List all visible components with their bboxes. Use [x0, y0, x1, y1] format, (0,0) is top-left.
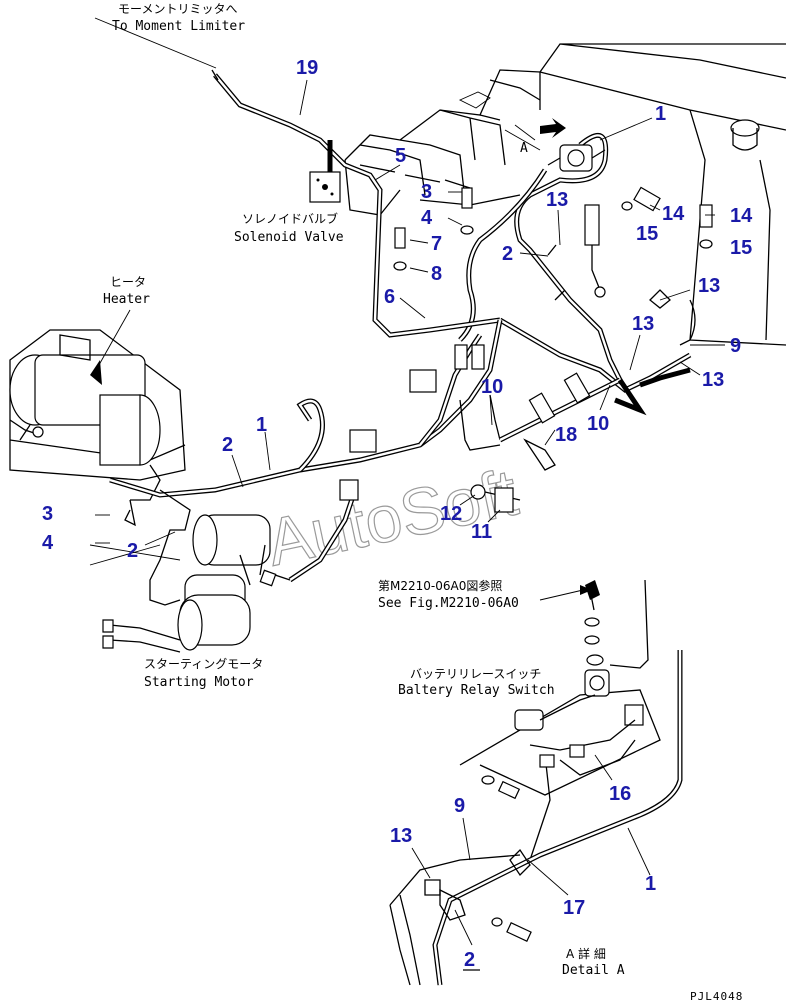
callout-10-right: 10 — [587, 413, 609, 435]
callout-13-detail: 13 — [390, 825, 412, 847]
caption-moment-limiter-en: To Moment Limiter — [112, 19, 245, 34]
caption-see-fig-jp: 第M2210-06A0図参照 — [378, 578, 502, 593]
caption-detail-en: Detail A — [562, 963, 625, 978]
callout-4-left: 4 — [42, 532, 54, 554]
drawing-code: PJL4048 — [690, 990, 743, 1003]
callout-3-upper: 3 — [421, 181, 432, 203]
harness-1-upper — [458, 132, 692, 393]
callout-11: 11 — [471, 521, 492, 543]
caption-see-fig-en: See Fig.M2210-06A0 — [378, 596, 519, 611]
caption-battery-relay-jp: バッテリリレースイッチ — [410, 667, 541, 681]
caption-heater-jp: ヒータ — [110, 275, 146, 289]
caption-solenoid-valve-en: Solenoid Valve — [234, 230, 344, 245]
leader-moment-limiter — [94, 17, 217, 69]
callout-16: 16 — [609, 783, 631, 805]
callout-14-right: 14 — [730, 205, 753, 227]
harness-1-lower — [109, 319, 691, 587]
starting-motor — [89, 489, 271, 653]
callouts: 19 5 1 3 4 7 8 6 2 13 14 14 15 15 13 13 … — [42, 57, 753, 971]
callout-15-left: 15 — [636, 223, 658, 245]
callout-13-mid: 13 — [632, 313, 654, 335]
callout-8: 8 — [431, 263, 442, 285]
callout-13-upper: 13 — [546, 189, 568, 211]
view-arrow — [540, 118, 566, 138]
callout-1-detail: 1 — [645, 873, 656, 895]
callout-14-left: 14 — [662, 203, 685, 225]
callout-19: 19 — [296, 57, 318, 79]
watermark: AutoSoft — [260, 455, 523, 580]
caption-heater-en: Heater — [103, 292, 150, 307]
callout-12: 12 — [440, 503, 462, 525]
callout-5: 5 — [395, 145, 406, 167]
callout-9-detail: 9 — [454, 795, 465, 817]
captions: モーメントリミッタへ To Moment Limiter ソレノイドバルブ So… — [103, 2, 743, 1003]
callout-15-right: 15 — [730, 237, 752, 259]
caption-battery-relay-en: Baltery Relay Switch — [398, 683, 555, 698]
callout-18: 18 — [555, 424, 577, 446]
leader-heater — [94, 309, 131, 373]
tank-body: A — [344, 43, 786, 346]
upper-relay-assembly — [547, 144, 606, 298]
callout-10-left: 10 — [481, 376, 503, 398]
heater — [9, 309, 186, 501]
callout-2-detail: 2 — [464, 949, 475, 971]
detail-a-harness — [389, 650, 683, 986]
callout-3-left: 3 — [42, 503, 53, 525]
callout-2-left: 2 — [127, 540, 138, 562]
caption-starting-motor-en: Starting Motor — [144, 675, 254, 690]
callout-2-upper: 2 — [502, 243, 513, 265]
callout-17: 17 — [563, 897, 585, 919]
callout-13-right: 13 — [698, 275, 720, 297]
caption-starting-motor-jp: スターティングモータ — [144, 657, 263, 671]
connector-block — [409, 369, 437, 393]
caption-solenoid-valve-jp: ソレノイドバルブ — [242, 211, 338, 226]
callout-4-upper: 4 — [421, 207, 433, 229]
callout-1-mid: 1 — [256, 414, 267, 436]
callout-6: 6 — [384, 286, 395, 308]
caption-moment-limiter-jp: モーメントリミッタへ — [118, 2, 238, 16]
view-letter-a: A — [520, 141, 528, 156]
callout-2-mid: 2 — [222, 434, 233, 456]
callout-9-upper: 9 — [730, 335, 741, 357]
detail-a-battery-relay — [459, 579, 661, 861]
caption-detail-jp: A 詳 細 — [566, 946, 606, 961]
bolt-11 — [494, 487, 514, 513]
upper-right-hardware — [393, 186, 713, 346]
callout-13-lower: 13 — [702, 369, 724, 391]
callout-leaders — [95, 79, 725, 946]
wire-19-moment-limiter — [94, 17, 501, 338]
callout-1-top: 1 — [655, 103, 666, 125]
callout-7: 7 — [431, 233, 442, 255]
